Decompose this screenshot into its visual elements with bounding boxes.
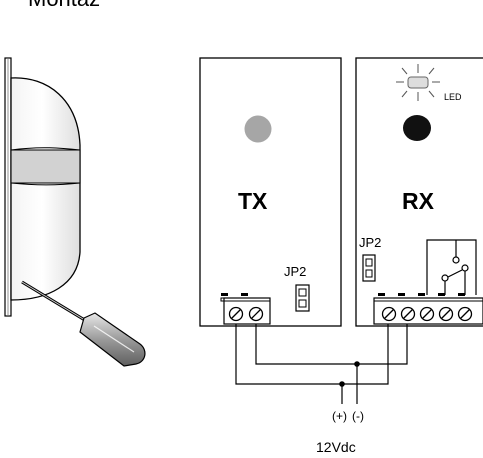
- detector-band: [10, 149, 81, 184]
- rx-terminal-block: [373, 293, 483, 325]
- tx-jp2-label: JP2: [284, 264, 306, 279]
- rx-jumper: [362, 254, 376, 282]
- rx-label: RX: [402, 188, 435, 214]
- page-title: Montaż: [28, 0, 100, 12]
- led-icon: [396, 64, 440, 101]
- tx-terminal-block: [220, 293, 271, 325]
- tx-board: TX JP2: [199, 57, 342, 327]
- power-minus-label: (-): [352, 409, 364, 423]
- screwdriver-icon: [21, 280, 146, 367]
- junction-plus: [339, 381, 345, 387]
- rx-board: LED RX JP2: [355, 57, 483, 327]
- power-plus-label: (+): [332, 409, 347, 423]
- power-wiring: [235, 324, 408, 404]
- tx-jumper: [295, 284, 310, 312]
- detector-housing: [10, 77, 81, 301]
- tx-lens: [244, 115, 272, 143]
- power-voltage-label: 12Vdc: [316, 439, 356, 455]
- relay-contact-icon: [426, 239, 477, 295]
- detector-side-view: [4, 57, 81, 317]
- junction-minus: [354, 361, 360, 367]
- rx-jp2-label: JP2: [359, 235, 381, 250]
- tx-label: TX: [238, 188, 268, 214]
- led-label: LED: [444, 92, 462, 102]
- rx-lens: [403, 115, 431, 141]
